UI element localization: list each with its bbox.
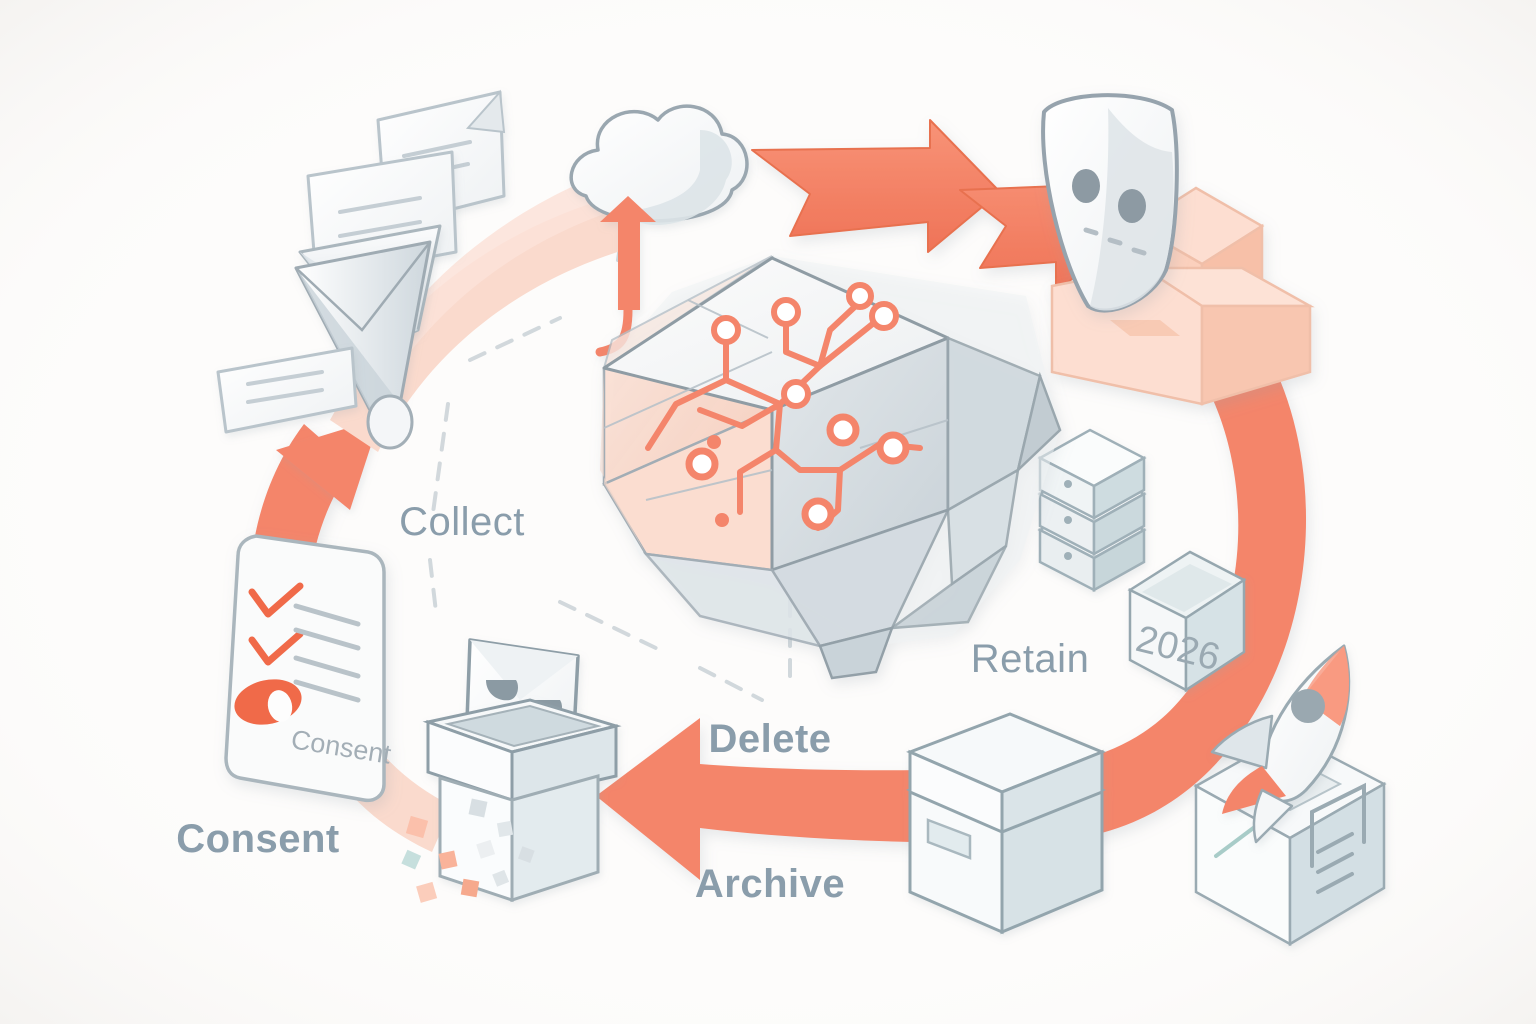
documents-funnel-icon (216, 89, 506, 450)
shred-particles (401, 798, 535, 903)
stage-labels: Collect Retain Delete Archive Consent (176, 500, 1089, 906)
analytics-rocket-cube-icon (1193, 644, 1387, 947)
consent-check-2 (248, 630, 304, 666)
rocket-window (1291, 689, 1325, 723)
retention-year-box-icon: 2026 (1127, 550, 1247, 693)
data-core-polygon-brain-icon (600, 255, 1062, 680)
ring-arc-right (1040, 300, 1307, 842)
stage-label-collect: Collect (399, 500, 525, 544)
consent-card-icon: Consent (224, 534, 394, 803)
archive-box-handle (926, 818, 972, 860)
server-stack-icon (1037, 428, 1147, 593)
stage-label-retain: Retain (971, 637, 1090, 681)
document-glyph (1310, 782, 1366, 894)
funnel-stem (366, 394, 414, 450)
stage-label-consent: Consent (176, 817, 340, 861)
stage-label-archive: Archive (695, 862, 845, 906)
circuit-traces (645, 297, 923, 531)
sad-eye-left (486, 680, 518, 701)
mask-eye-left (1072, 169, 1100, 203)
rocket-tail (1252, 788, 1294, 844)
circuit-nodes (685, 282, 910, 531)
rocket-fin-left (1210, 714, 1274, 770)
mask-eye-right (1118, 189, 1146, 223)
archive-box-icon (906, 712, 1106, 935)
mask-mouth (1083, 227, 1147, 256)
ring-arc-topleft-pale-2 (386, 160, 648, 360)
rocket-fin-bottom (1222, 766, 1286, 814)
upload-arrow (600, 196, 656, 310)
anonymization-mask-icon (1041, 93, 1315, 406)
cloud-upload-icon (569, 104, 749, 357)
ring-arrow-left-head (276, 418, 380, 510)
document-shredder-icon (401, 638, 622, 903)
consent-toggle[interactable] (230, 673, 306, 730)
consent-text-lines (293, 603, 361, 703)
stage-label-delete: Delete (708, 717, 831, 761)
consent-check-1 (248, 582, 304, 618)
